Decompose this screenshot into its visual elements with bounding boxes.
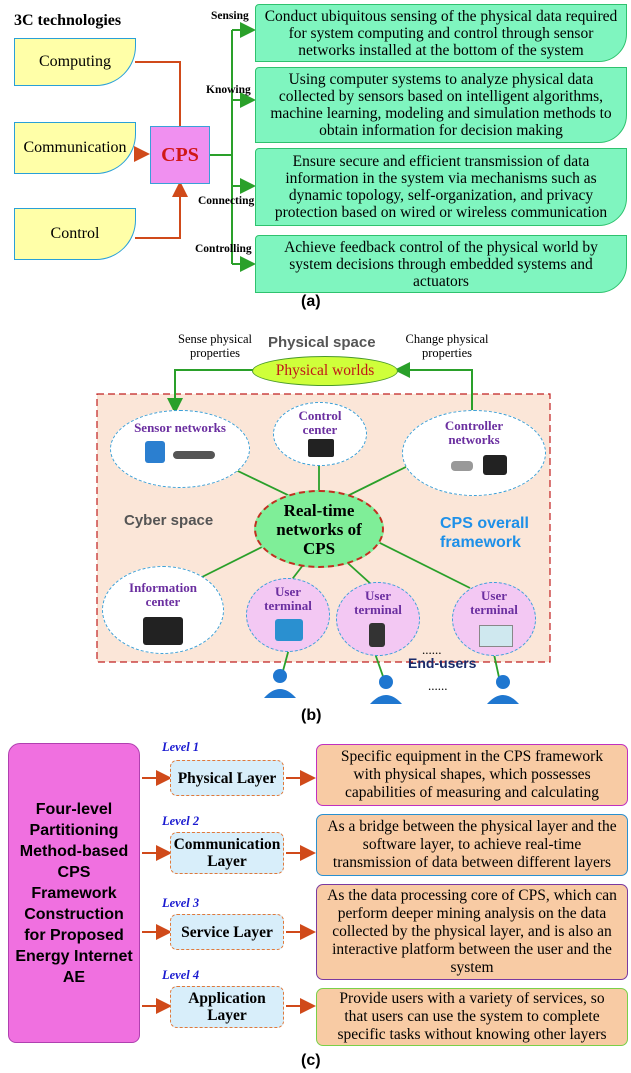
level-4-tag: Level 4 [162, 968, 200, 982]
remote-icon [451, 461, 473, 471]
panel-a-title: 3C technologies [14, 12, 122, 29]
sensing-label: Sensing [211, 10, 249, 22]
communication-label: Communication [23, 139, 127, 156]
service-layer-desc: As the data processing core of CPS, whic… [316, 884, 628, 980]
computer-icon [308, 439, 334, 457]
application-layer-text: Provide users with a variety of services… [337, 990, 607, 1043]
control-center-label: Control center [298, 408, 342, 437]
computing-box: Computing [14, 38, 136, 86]
framework-main-title: Four-level Partitioning Method-based CPS… [15, 800, 133, 986]
knowing-desc: Using computer systems to analyze physic… [255, 67, 627, 143]
server-icon [143, 617, 183, 645]
level-1-tag: Level 1 [162, 740, 200, 754]
controller-networks-label: Controller networks [444, 418, 504, 447]
physical-space-label: Physical space [268, 334, 376, 351]
user-terminal-2: User terminal [336, 582, 420, 656]
controlling-desc: Achieve feedback control of the physical… [255, 235, 627, 293]
information-center-node: Information center [102, 566, 224, 654]
physical-worlds-oval: Physical worlds [252, 356, 398, 386]
communication-layer-label: Communication Layer [173, 836, 281, 870]
user-terminal-1: User terminal [246, 578, 330, 652]
framework-label: CPS overall framework [440, 515, 529, 551]
sensor-networks-node: Sensor networks [110, 410, 250, 488]
sensor-probe-icon [173, 451, 215, 459]
communication-box: Communication [14, 122, 136, 174]
cps-box: CPS [150, 126, 210, 184]
controller-device-icon [483, 455, 507, 475]
control-box: Control [14, 208, 136, 260]
controller-networks-node: Controller networks [402, 410, 546, 496]
phone-icon [369, 623, 385, 647]
communication-layer-text: As a bridge between the physical layer a… [327, 818, 617, 871]
monitor-icon [479, 625, 513, 647]
cyber-space-label: Cyber space [124, 512, 214, 529]
end-users-label: End-users [408, 655, 477, 671]
physical-layer-box: Physical Layer [170, 760, 284, 796]
user-terminal-label: User terminal [354, 588, 402, 617]
caption-b: (b) [301, 707, 322, 724]
realtime-label: Real-time networks of CPS [276, 500, 362, 558]
panel-a: 3C technologies Computing Communication … [0, 0, 631, 310]
user-icon [487, 675, 519, 704]
panel-b: Physical space Physical worlds Sense phy… [0, 320, 631, 724]
computing-label: Computing [38, 53, 111, 70]
user-icon [370, 675, 402, 704]
sensor-device-icon [145, 441, 165, 463]
tablet-icon [275, 619, 303, 641]
level-2-tag: Level 2 [162, 814, 200, 828]
user-dots: ...... [428, 678, 448, 693]
information-center-label: Information center [129, 580, 197, 609]
sense-label: Sense physical properties [178, 332, 252, 360]
sensor-networks-label: Sensor networks [134, 420, 226, 435]
communication-layer-box: Communication Layer [170, 832, 284, 874]
physical-layer-text: Specific equipment in the CPS framework … [340, 748, 604, 801]
connecting-desc: Ensure secure and efficient transmission… [255, 148, 627, 226]
controlling-text: Achieve feedback control of the physical… [284, 238, 598, 290]
application-layer-desc: Provide users with a variety of services… [316, 988, 628, 1046]
physical-worlds-label: Physical worlds [275, 362, 375, 379]
connecting-text: Ensure secure and efficient transmission… [274, 153, 608, 221]
sensing-desc: Conduct ubiquitous sensing of the physic… [255, 4, 627, 62]
application-layer-label: Application Layer [188, 990, 266, 1024]
control-center-node: Control center [273, 402, 367, 466]
service-layer-text: As the data processing core of CPS, whic… [327, 887, 617, 976]
controlling-label: Controlling [195, 243, 252, 255]
realtime-node: Real-time networks of CPS [254, 490, 384, 568]
user-icon [264, 669, 296, 698]
user-terminal-3: User terminal [452, 582, 536, 656]
physical-layer-desc: Specific equipment in the CPS framework … [316, 744, 628, 806]
user-terminal-label: User terminal [470, 588, 518, 617]
service-layer-label: Service Layer [181, 923, 273, 941]
connecting-label: Connecting [198, 195, 255, 207]
change-label: Change physical properties [405, 332, 489, 360]
framework-main-box: Four-level Partitioning Method-based CPS… [8, 743, 140, 1043]
user-terminal-label: User terminal [264, 584, 312, 613]
application-layer-box: Application Layer [170, 986, 284, 1028]
panel-a-connectors [134, 22, 256, 272]
panel-c: Four-level Partitioning Method-based CPS… [0, 738, 631, 1073]
cps-label: CPS [161, 143, 199, 166]
sensing-text: Conduct ubiquitous sensing of the physic… [264, 7, 618, 59]
control-label: Control [50, 225, 100, 242]
terminal-dots: ...... [422, 642, 442, 657]
service-layer-box: Service Layer [170, 914, 284, 950]
panel-c-connectors [142, 770, 316, 1014]
knowing-label: Knowing [206, 84, 251, 96]
physical-layer-label: Physical Layer [177, 769, 277, 787]
knowing-text: Using computer systems to analyze physic… [270, 71, 612, 139]
caption-a: (a) [301, 293, 321, 310]
communication-layer-desc: As a bridge between the physical layer a… [316, 814, 628, 876]
caption-c: (c) [301, 1052, 321, 1069]
level-3-tag: Level 3 [162, 896, 200, 910]
